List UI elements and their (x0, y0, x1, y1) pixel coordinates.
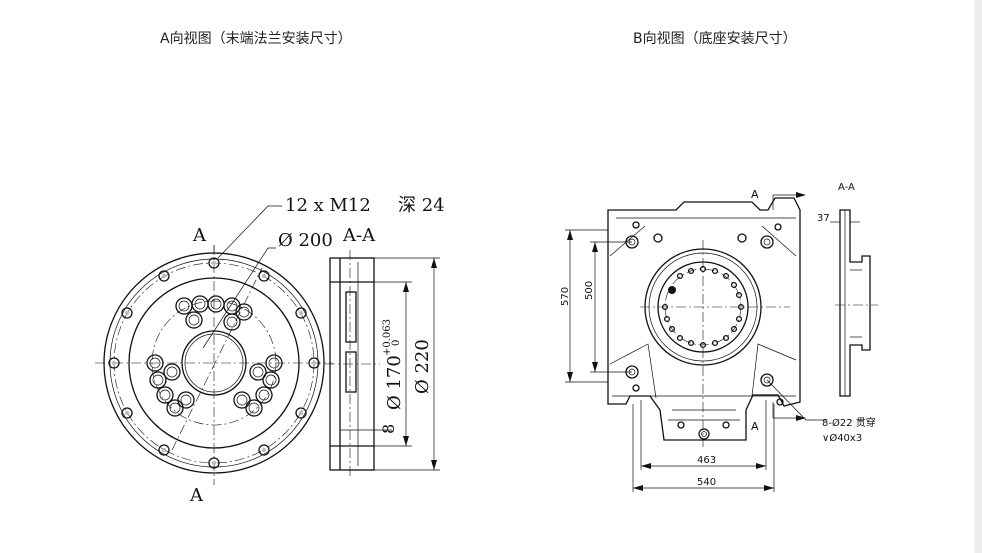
inner-hole-clusters (146, 295, 283, 417)
flange-section-view: A-A Ø 170 +0.063 0 Ø 220 8 (325, 225, 440, 476)
section-mark-b-bottom: A (751, 420, 759, 433)
depth-spec-label: 深 24 (398, 195, 445, 216)
tolerance-upper: +0.063 (382, 319, 393, 356)
flange-front-view: A A 12 x M12 深 24 Ø 200 (95, 195, 445, 506)
outer-diameter-label: Ø 220 (412, 339, 433, 394)
right-edge-panel (974, 0, 982, 553)
hole-spec-line-1: 8-Ø22 贯穿 (822, 416, 876, 429)
dim-540-label: 540 (697, 477, 716, 488)
section-mark-a-top: A (192, 225, 207, 246)
dim-463-label: 463 (697, 455, 716, 466)
flange-section-title: A-A (342, 225, 376, 246)
base-mounting-holes (625, 221, 784, 440)
base-top-view: 570 500 463 540 A A 8-Ø22 贯穿 ∨Ø40x3 (560, 188, 876, 492)
inner-hole-ring (661, 265, 745, 349)
view-a-title: A向视图（末端法兰安装尺寸） (160, 31, 352, 47)
dim-570-label: 570 (560, 287, 571, 306)
view-b-title: B向视图（底座安装尺寸） (633, 31, 797, 47)
diameter-200-label: Ø 200 (278, 230, 333, 251)
base-section-title: A-A (838, 182, 855, 193)
dim-37-label: 37 (817, 213, 830, 224)
base-section-view: A-A 37 (817, 182, 878, 397)
outer-bolt-holes (108, 257, 320, 469)
section-mark-a-bottom: A (189, 485, 204, 506)
hole-spec-line-2: ∨Ø40x3 (822, 432, 862, 444)
dim-500-label: 500 (584, 281, 595, 300)
section-mark-b-top: A (751, 188, 759, 201)
tolerance-lower: 0 (391, 340, 402, 346)
rim-thickness-label: 8 (379, 424, 398, 434)
thread-spec-label: 12 x M12 (285, 195, 371, 216)
bore-diameter-label: Ø 170 (384, 355, 405, 410)
